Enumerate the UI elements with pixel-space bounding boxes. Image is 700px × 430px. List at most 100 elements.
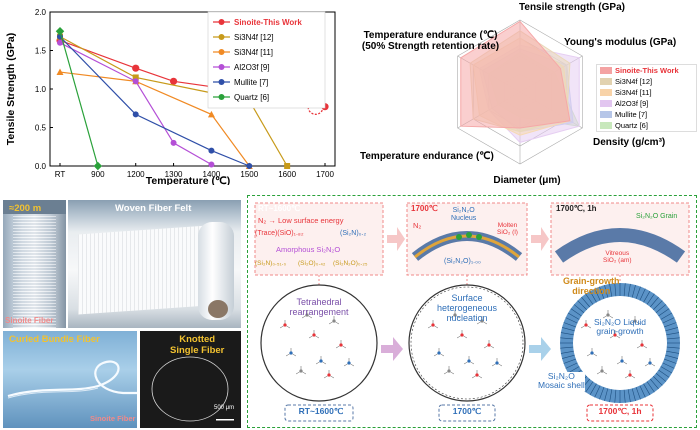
shell-grain-line bbox=[631, 284, 636, 298]
shell-grain-line bbox=[594, 385, 601, 398]
arrow-1-2 bbox=[381, 337, 403, 361]
series-line bbox=[59, 36, 250, 167]
shell-grain-line bbox=[665, 354, 679, 359]
radar-legend-label: Mullite [7] bbox=[615, 110, 648, 119]
x-tick-label: 1700 bbox=[316, 170, 334, 179]
stage3-vitreous-line1: Vitreous bbox=[605, 250, 630, 257]
atom bbox=[283, 323, 287, 327]
stage1-footer: RT~1600℃ bbox=[298, 406, 344, 416]
x-tick-label: RT bbox=[55, 170, 66, 179]
shell-grain-line bbox=[599, 387, 605, 400]
stage2-molten-line2: SiO₂ (l) bbox=[497, 229, 518, 237]
properties-radar-chart bbox=[457, 19, 583, 165]
atom bbox=[431, 323, 435, 327]
radar-label-temp-retention: Temperature endurance (℃) (50% Strength … bbox=[358, 30, 503, 52]
scale-bar-label: 500 μm bbox=[214, 405, 235, 411]
y-tick-label: 0.0 bbox=[35, 162, 47, 171]
legend-marker bbox=[218, 19, 225, 25]
shell-grain-line bbox=[614, 283, 617, 297]
radar-legend-label: Al2O3f [9] bbox=[615, 99, 649, 108]
shell-grain-line bbox=[646, 381, 655, 393]
atom bbox=[460, 333, 464, 337]
shell-grain-line bbox=[560, 346, 574, 349]
legend-marker bbox=[218, 79, 225, 85]
x-tick-label: 1200 bbox=[127, 170, 145, 179]
series-point bbox=[208, 147, 215, 154]
shell-grain-line bbox=[639, 288, 646, 301]
stage2-molten: Molten SiO₂ (l) bbox=[497, 222, 518, 236]
shell-grain-line bbox=[666, 337, 680, 340]
y-tick-label: 1.5 bbox=[35, 47, 47, 56]
stage1-box bbox=[254, 202, 384, 276]
y-tick-label: 2.0 bbox=[35, 8, 47, 17]
radar-label-tensile: Tensile strength (GPa) bbox=[519, 2, 625, 13]
atom bbox=[327, 373, 331, 377]
spool-length-label: ≈200 m bbox=[9, 203, 42, 214]
atom bbox=[648, 361, 652, 365]
atom bbox=[487, 343, 491, 347]
stage2-circle-label-line2: heterogeneous bbox=[436, 302, 498, 313]
legend-marker bbox=[218, 94, 225, 100]
shell-grain-line bbox=[563, 358, 576, 364]
stage3-mosaic-line1: Si₂N₂O bbox=[547, 371, 575, 381]
knotted-fiber-photo bbox=[140, 331, 241, 428]
stage2-circle-label-line3: nucleation bbox=[446, 312, 488, 323]
line-chart-series bbox=[55, 27, 329, 171]
legend-marker bbox=[218, 49, 225, 55]
series-point bbox=[208, 161, 215, 168]
series-point bbox=[169, 77, 178, 85]
shell-grain-line bbox=[655, 372, 667, 382]
shell-grain-line bbox=[561, 354, 575, 359]
atom bbox=[305, 313, 309, 317]
x-tick-label: 1500 bbox=[240, 170, 258, 179]
stage2-nucleus-line2: Nucleus bbox=[451, 214, 477, 222]
radar-series-area bbox=[460, 20, 571, 129]
atom bbox=[312, 333, 316, 337]
spool-caption: Sinoite Fiber bbox=[5, 316, 54, 325]
x-tick-label: 1300 bbox=[165, 170, 183, 179]
series-point bbox=[56, 68, 64, 76]
shell-grain-line bbox=[560, 337, 574, 340]
shell-grain-line bbox=[649, 378, 659, 390]
shell-grain-line bbox=[664, 358, 677, 364]
shell-grain-line bbox=[627, 283, 631, 297]
radar-legend-item: Quartz [6] bbox=[597, 120, 696, 131]
shell-grain-line bbox=[573, 304, 585, 314]
radar-legend-swatch bbox=[600, 122, 612, 129]
shell-grain-line bbox=[609, 389, 613, 403]
series-point bbox=[246, 163, 253, 169]
radar-legend-item: Mullite [7] bbox=[597, 109, 696, 120]
shell-grain-line bbox=[646, 293, 655, 305]
y-tick-label: 1.0 bbox=[35, 85, 47, 94]
stage3-growth-direction-line1: Grain-growth bbox=[563, 276, 620, 286]
radar-legend-label: Si3N4f [11] bbox=[615, 88, 652, 97]
spool-photo bbox=[3, 200, 66, 328]
series-line bbox=[59, 31, 99, 167]
stage1-circle bbox=[260, 284, 378, 402]
shell-grain-line bbox=[655, 304, 667, 314]
shell-grain-line bbox=[594, 288, 601, 301]
shell-grain-line bbox=[565, 317, 578, 324]
stage1-trace-sio2: (Trace)(SiO)₁.₈₂ bbox=[255, 230, 304, 237]
atom bbox=[289, 351, 293, 355]
shell-grain-line bbox=[563, 322, 576, 328]
radar-legend-swatch bbox=[600, 78, 612, 85]
stage2-n2: N₂ bbox=[413, 221, 422, 230]
stage1-si-n-label: (Si₂N)₀.₂ bbox=[340, 230, 367, 237]
shell-grain-line bbox=[662, 362, 675, 369]
curled-fiber-drawing bbox=[7, 360, 137, 399]
atom bbox=[633, 319, 637, 323]
shell-grain-line bbox=[631, 388, 636, 402]
shell-grain-line bbox=[567, 312, 580, 320]
shell-grain-line bbox=[666, 346, 680, 349]
shell-grain-line bbox=[643, 383, 651, 396]
line-chart-xlabel: Temperature (℃) bbox=[146, 175, 231, 185]
shell-grain-line bbox=[635, 387, 641, 400]
legend-label: Quartz [6] bbox=[234, 93, 269, 102]
stage1-n2-text: N₂ → Low surface energy bbox=[258, 216, 344, 225]
woven-felt-label: Woven Fiber Felt bbox=[115, 203, 192, 214]
shell-grain-line bbox=[649, 296, 659, 308]
shell-grain-line bbox=[589, 290, 597, 303]
stage2-nucleus-line1: Si₂N₂O bbox=[452, 207, 475, 214]
